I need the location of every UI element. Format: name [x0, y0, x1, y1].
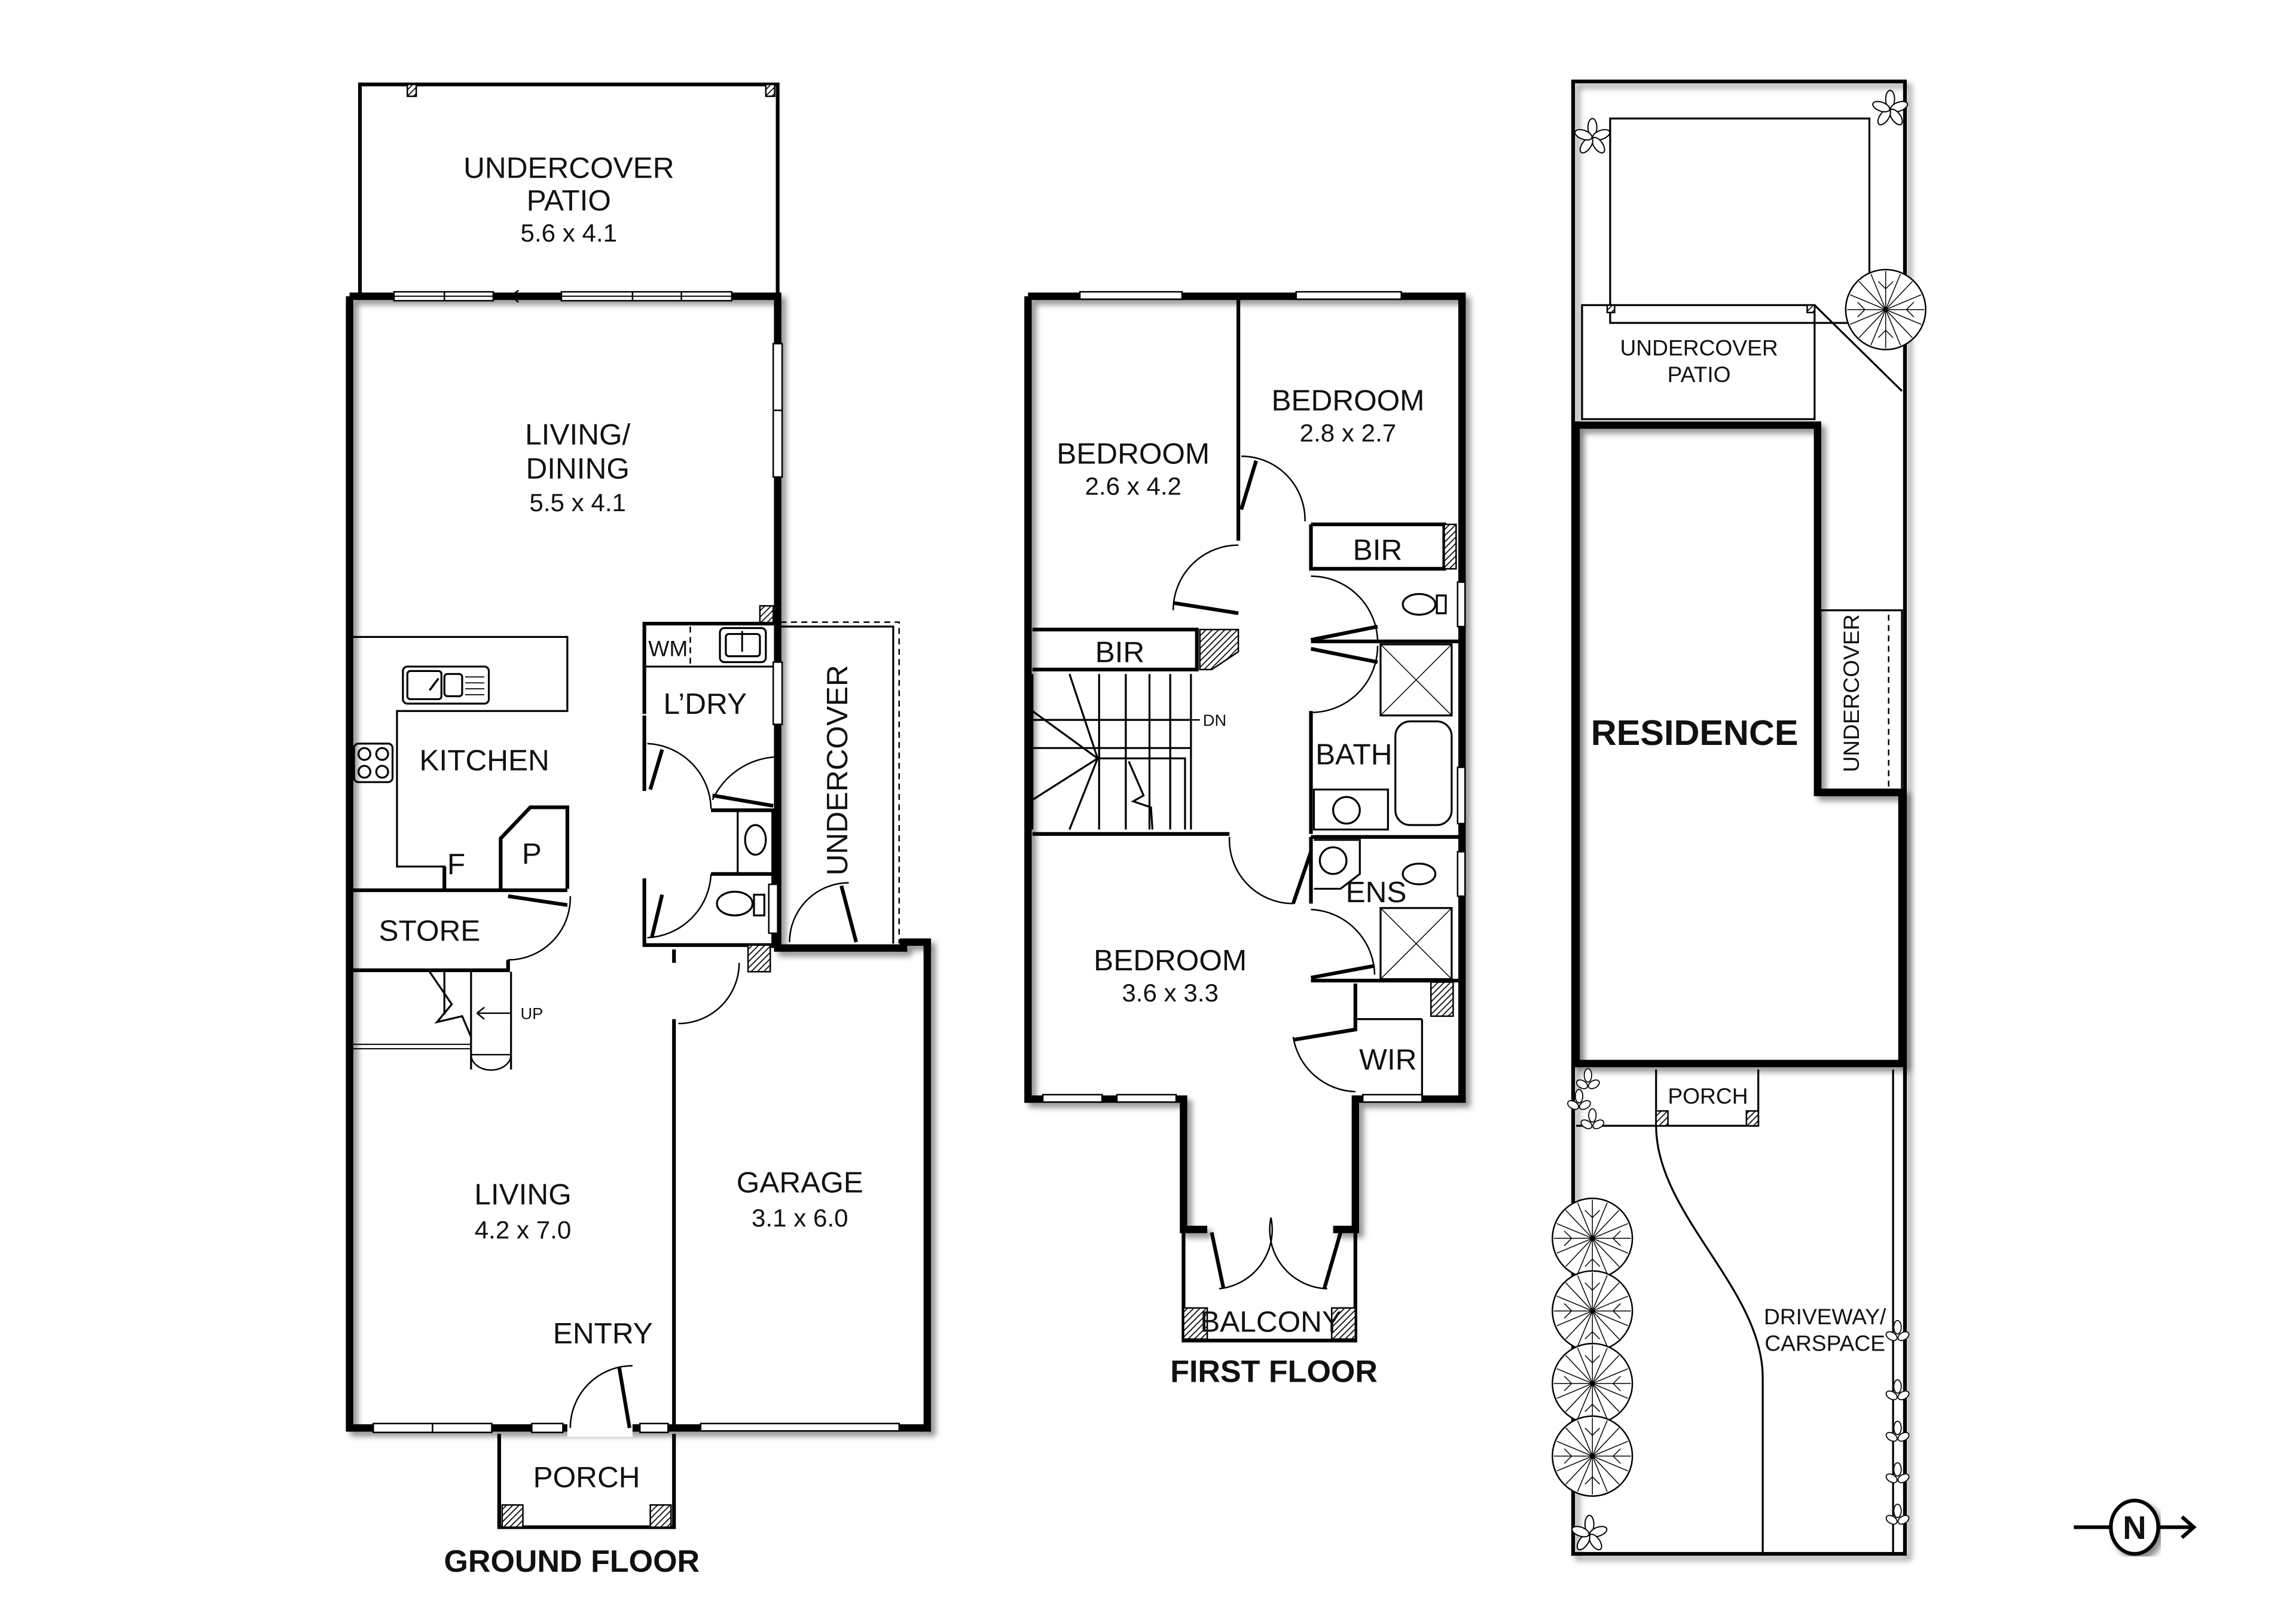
living-dining-label: LIVING/	[525, 417, 630, 451]
living-dining-label-2: DINING	[526, 451, 629, 485]
shower-icon	[1379, 643, 1453, 717]
site-undercover-patio-label-2: PATIO	[1668, 362, 1731, 387]
sliding-arrow-icon	[510, 289, 561, 303]
ens-label: ENS	[1346, 875, 1407, 909]
site-undercover-patio-label: UNDERCOVER	[1620, 335, 1778, 361]
stairs-up: UP	[349, 971, 543, 1071]
wir-label: WIR	[1359, 1043, 1416, 1076]
garage-label: GARAGE	[737, 1165, 863, 1199]
first-floor-plan: BEDROOM 2.6 x 4.2 BEDROOM 2.8 x 2.7 BIR …	[1024, 291, 1466, 1389]
pantry-label: P	[522, 836, 542, 870]
site-porch-label: PORCH	[1668, 1083, 1748, 1108]
cooktop-icon	[353, 743, 394, 783]
undercover-patio-dimensions: 5.6 x 4.1	[521, 219, 618, 247]
basin-icon	[1332, 796, 1361, 825]
stairs-down-label: DN	[1203, 711, 1226, 729]
bedroom-3-dimensions: 2.8 x 2.7	[1300, 419, 1397, 447]
bath-label: BATH	[1315, 737, 1392, 771]
toilet-icon	[1402, 592, 1437, 616]
store-area: STORE	[349, 888, 572, 972]
balcony-area: BALCONY	[1181, 1217, 1357, 1343]
kitchen-area: KITCHEN F P	[349, 636, 569, 889]
plant-icon	[1578, 1108, 1606, 1131]
undercover-side: UNDERCOVER	[777, 621, 900, 944]
garage-dimensions: 3.1 x 6.0	[752, 1203, 848, 1232]
north-arrow-icon: N	[2074, 1498, 2197, 1556]
ground-floor-title: GROUND FLOOR	[444, 1544, 700, 1579]
site-undercover-label: UNDERCOVER	[1839, 614, 1864, 772]
bir-1-label: BIR	[1353, 533, 1403, 567]
kitchen-label: KITCHEN	[419, 743, 549, 777]
stairs-up-label: UP	[520, 1004, 543, 1023]
driveway-label: DRIVEWAY/	[1764, 1304, 1886, 1329]
bedroom-2-dimensions: 2.6 x 4.2	[1085, 472, 1181, 500]
laundry-block: WM L’DRY	[642, 621, 783, 1025]
up-arrow-icon	[476, 1006, 511, 1020]
toilet-icon	[1402, 862, 1437, 885]
living-label: LIVING	[474, 1177, 571, 1211]
garage-door	[700, 1422, 900, 1432]
bedroom-2-label: BEDROOM	[1057, 436, 1210, 470]
master-bedroom-label: BEDROOM	[1094, 943, 1247, 977]
sliding-door	[393, 289, 733, 303]
undercover-patio-label-2: PATIO	[527, 184, 611, 217]
tree-icon	[1552, 1198, 1634, 1279]
store-label: STORE	[379, 914, 481, 947]
tree-icon	[1552, 1342, 1634, 1425]
first-floor-title: FIRST FLOOR	[1170, 1355, 1378, 1389]
entry-label: ENTRY	[553, 1316, 653, 1350]
porch-label: PORCH	[533, 1461, 640, 1494]
living-dining-dimensions: 5.5 x 4.1	[529, 488, 626, 517]
front-porch: PORCH	[497, 1434, 676, 1529]
master-bedroom-dimensions: 3.6 x 3.3	[1122, 979, 1219, 1007]
driveway-label-2: CARSPACE	[1764, 1331, 1885, 1356]
undercover-patio-label: UNDERCOVER	[463, 151, 674, 184]
site-plan: UNDERCOVER PATIO RESIDENCE UNDERCOVER PO…	[1552, 80, 1926, 1556]
living-dimensions: 4.2 x 7.0	[475, 1215, 572, 1244]
stairs-down: DN	[1031, 673, 1226, 830]
undercover-patio-area: UNDERCOVER PATIO 5.6 x 4.1	[358, 83, 780, 294]
plant-icon	[1574, 1068, 1602, 1091]
laundry-label: L’DRY	[663, 687, 747, 720]
tree-icon	[1845, 268, 1926, 350]
bathroom-block: BATH ENS	[1309, 575, 1466, 1017]
fridge-label: F	[447, 847, 465, 881]
undercover-label: UNDERCOVER	[820, 665, 854, 875]
sink-icon	[402, 665, 490, 705]
washing-machine-label: WM	[648, 636, 688, 661]
laundry-tub-icon	[719, 627, 767, 664]
balcony-label: BALCONY	[1200, 1305, 1342, 1338]
basin-icon	[744, 824, 767, 856]
plant-icon	[1570, 1514, 1609, 1553]
bedroom-3-label: BEDROOM	[1271, 383, 1424, 417]
residence-label: RESIDENCE	[1591, 713, 1799, 753]
bathtub-icon	[1394, 720, 1453, 826]
bir-2-label: BIR	[1095, 635, 1145, 668]
plant-icon	[1573, 118, 1612, 156]
tree-icon	[1552, 1270, 1634, 1352]
toilet-icon	[716, 890, 754, 917]
plant-icon	[1565, 1089, 1593, 1112]
ground-floor-plan: UNDERCOVER PATIO 5.6 x 4.1 LIVING/ DININ…	[346, 83, 932, 1579]
tree-icon	[1552, 1415, 1634, 1497]
north-label: N	[2123, 1510, 2146, 1546]
